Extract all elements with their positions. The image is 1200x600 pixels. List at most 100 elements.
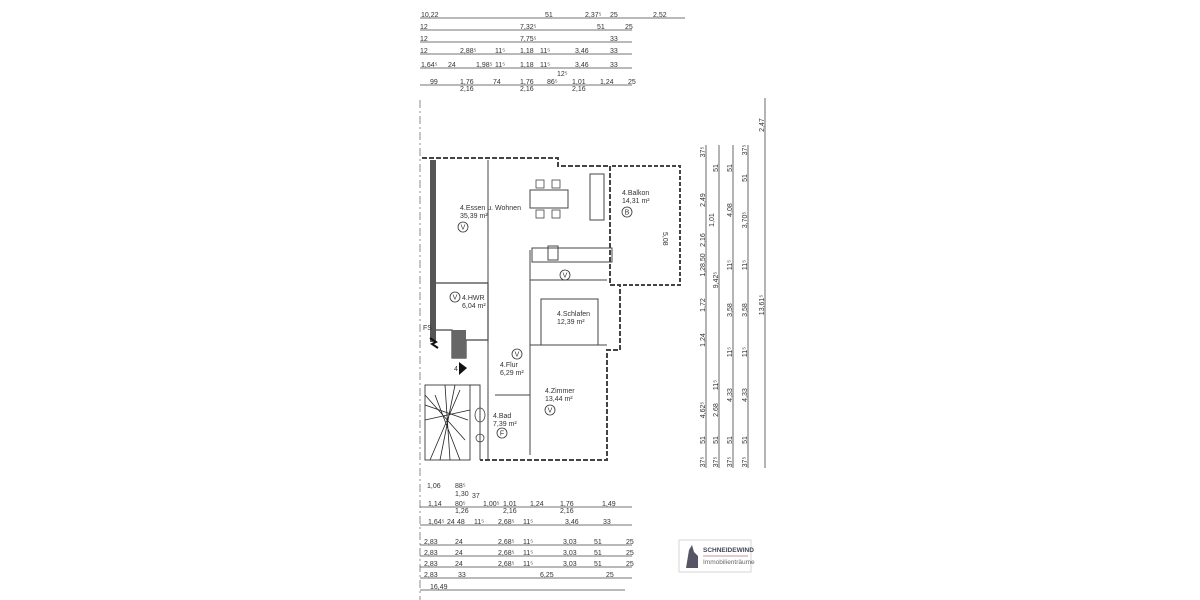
dimension-label: 51: [727, 436, 734, 444]
dimension-label: 12: [420, 36, 428, 43]
room-tag-circle: [559, 269, 571, 281]
dimension-label: 1,01: [709, 213, 716, 227]
dimension-label: 2,16: [503, 508, 517, 515]
dimension-label: 3,03: [563, 550, 577, 557]
dimension-label: 2,83: [424, 539, 438, 546]
dimension-label: 11⁵: [523, 539, 533, 546]
chair: [535, 209, 545, 219]
room-tag: B: [625, 210, 630, 217]
dimension-label: 25: [626, 550, 634, 557]
dimension-label: 25: [626, 561, 634, 568]
dimension-label: 2,16: [572, 86, 586, 93]
dimension-label: 1,64⁵: [428, 519, 445, 526]
dimension-label: 1,24: [700, 333, 707, 347]
dimension-label: 6,25: [540, 572, 554, 579]
dimension-label: 33: [610, 48, 618, 55]
dimension-label: 1,72: [700, 298, 707, 312]
dimension-label: 2,83: [424, 572, 438, 579]
dimension-label: 2,83: [424, 561, 438, 568]
dimension-label: 3,70⁵: [742, 212, 749, 229]
room-area: 12,39 m²: [557, 319, 585, 326]
dimension-label: 88⁵: [455, 483, 466, 490]
dimension-label: 11⁵: [727, 260, 734, 270]
room-tag: V: [515, 352, 520, 359]
dimension-label: 1,76: [520, 79, 534, 86]
dimension-label: 13,61⁵: [759, 295, 766, 316]
room-tag: V: [563, 273, 568, 280]
fs-label: FS: [423, 325, 432, 332]
logo-brand: SCHNEIDEWIND: [703, 547, 754, 554]
dimension-label: 51: [597, 24, 605, 31]
room-tag-circle: [496, 427, 508, 439]
dimension-label: 11⁵: [727, 347, 734, 357]
dimension-label: 3,58: [742, 303, 749, 317]
dimension-lines: [420, 17, 766, 591]
dimension-label: 33: [610, 62, 618, 69]
sofa: [589, 173, 605, 221]
staircase: [424, 384, 471, 461]
logo-tagline: Immobilienträume: [703, 559, 755, 566]
dimension-label: 2,88⁵: [460, 48, 477, 55]
dimension-label: 25: [628, 79, 636, 86]
dimension-label: 25: [626, 539, 634, 546]
dimension-label: 99: [430, 79, 438, 86]
dimension-label: 25: [606, 572, 614, 579]
dimension-label: 7,32⁵: [520, 24, 537, 31]
dimension-label: 3,03: [563, 561, 577, 568]
chair: [551, 209, 561, 219]
dimension-label: 3,46: [575, 48, 589, 55]
dimension-label: 51: [594, 550, 602, 557]
dimension-label: 1,01: [572, 79, 586, 86]
dimension-label: 2,68⁵: [498, 519, 515, 526]
dimension-label: 1,26: [455, 508, 469, 515]
bathtub-icon: [474, 407, 486, 423]
dimension-label: 1,18: [520, 48, 534, 55]
dimension-label: 2,16: [700, 233, 707, 247]
dimension-label: 1,18: [520, 62, 534, 69]
dimension-label: 51: [594, 561, 602, 568]
dimension-label: 2,83: [424, 550, 438, 557]
dimension-label: 1,64⁵: [421, 62, 438, 69]
dimension-label: 1,28,50: [700, 253, 707, 276]
dimension-label: 51: [727, 164, 734, 172]
dimension-label: 86⁵: [547, 79, 558, 86]
room-tag: V: [461, 225, 466, 232]
room-tag: F: [500, 431, 504, 438]
dimension-label: 11⁵: [540, 62, 550, 69]
dimension-label: 37: [472, 493, 480, 500]
dimension-label: 37⁵: [742, 145, 749, 156]
room-area: 14,31 m²: [622, 198, 650, 205]
dimension-label: 37⁵: [727, 457, 734, 468]
dimension-label: 2,68⁵: [498, 539, 515, 546]
dimension-label: 9,42⁵: [713, 272, 720, 289]
dimension-label: 51: [594, 539, 602, 546]
dimension-label: 11⁵: [742, 347, 749, 357]
dimension-label: 2,68⁵: [498, 561, 515, 568]
dimension-label: 2,16: [520, 86, 534, 93]
company-logo: SCHNEIDEWIND Immobilienträume: [678, 539, 755, 573]
wall-segment: [430, 160, 436, 342]
dimension-label: 4,08: [727, 203, 734, 217]
room-tag: V: [453, 295, 458, 302]
room-name: 4.Bad: [493, 413, 511, 420]
dimension-label: 11⁵: [523, 561, 533, 568]
room-tag-circle: [621, 206, 633, 218]
dimension-label: 4,33: [742, 388, 749, 402]
room-tag-circle: [544, 404, 556, 416]
stair-arrow-icon: [459, 362, 467, 375]
dimension-label: 33: [603, 519, 611, 526]
dimension-label: 1,49: [602, 501, 616, 508]
dimension-label: 10,22: [421, 12, 439, 19]
balcony-outline: [612, 165, 681, 286]
dimension-label: 2,47: [759, 118, 766, 132]
logo-castle-icon: [686, 545, 698, 568]
dimension-label: 37⁵: [700, 147, 707, 158]
room-tag-circle: [449, 291, 461, 303]
dimension-label: 51: [713, 164, 720, 172]
dimension-label: 2,37⁵: [585, 12, 602, 19]
room-name: 4.Flur: [500, 362, 519, 369]
